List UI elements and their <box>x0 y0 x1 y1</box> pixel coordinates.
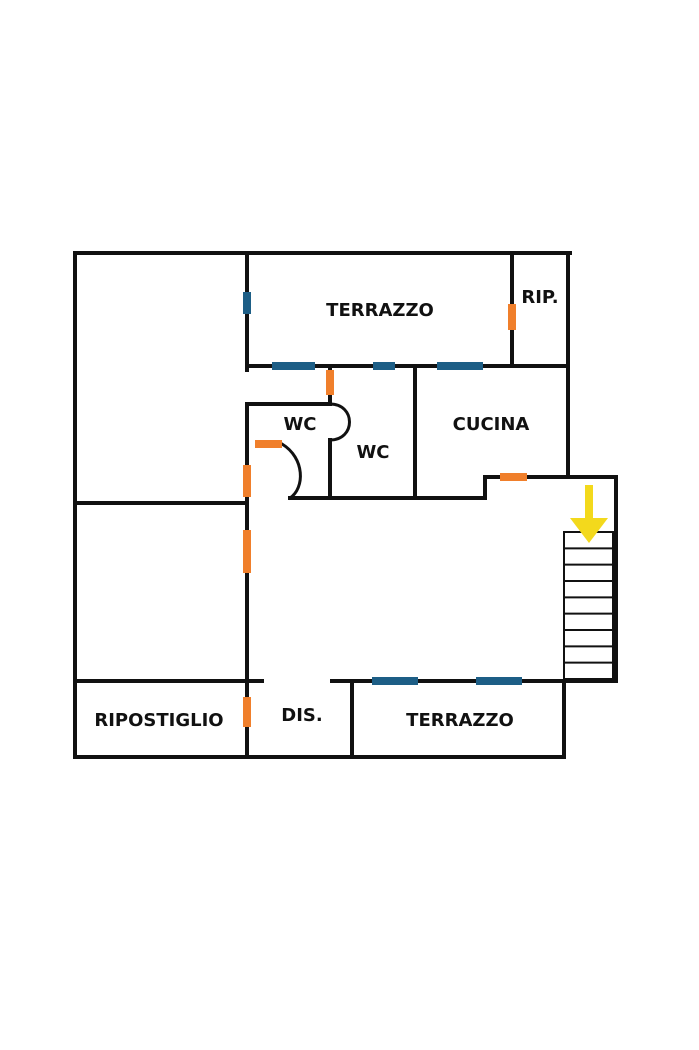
outer-wall <box>73 251 572 759</box>
label-cucina: CUCINA <box>453 414 530 435</box>
doors <box>243 304 527 727</box>
door-swings <box>279 402 351 501</box>
label-wc-left: WC <box>283 414 316 435</box>
wc-left-door-swing <box>279 441 302 501</box>
label-terrazzo-bottom: TERRAZZO <box>406 710 514 731</box>
stair-outline <box>563 531 614 680</box>
walls <box>73 251 618 759</box>
wall-cucina-south <box>413 475 570 500</box>
room-labels: TERRAZZO RIP. WC WC CUCINA RIPOSTIGLIO D… <box>94 287 558 731</box>
stairs-down-arrow-icon <box>570 485 608 543</box>
wc-door-swing <box>328 402 351 442</box>
wall-stair-area <box>543 475 618 683</box>
label-wc-right: WC <box>356 442 389 463</box>
staircase <box>563 531 614 680</box>
windows <box>243 292 522 685</box>
label-ripostiglio: RIPOSTIGLIO <box>94 710 223 731</box>
label-dis: DIS. <box>281 705 322 726</box>
label-rip: RIP. <box>521 287 558 308</box>
label-terrazzo-top: TERRAZZO <box>326 300 434 321</box>
